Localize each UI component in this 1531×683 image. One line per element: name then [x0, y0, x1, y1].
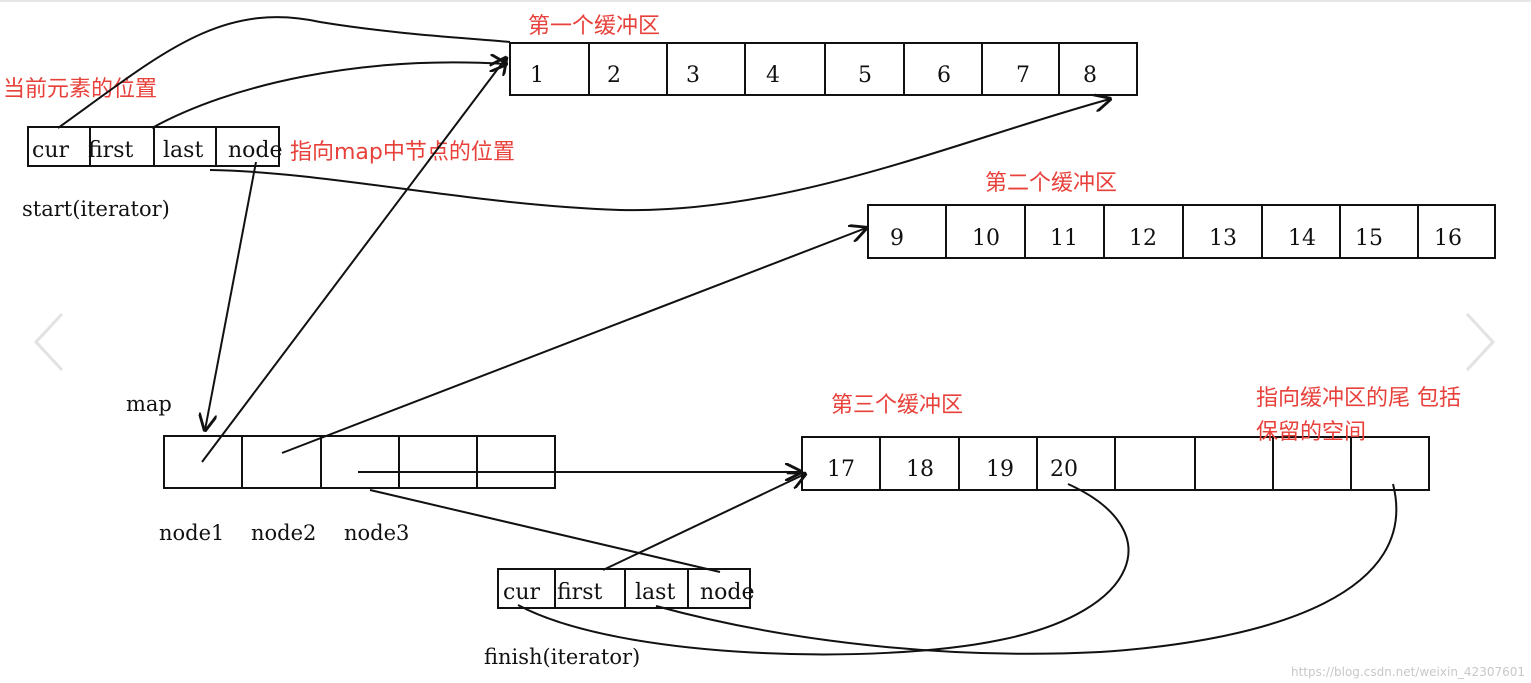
- finish-iterator: cur first last node finish(iterator): [484, 568, 755, 669]
- buffer1-cell: 4: [766, 63, 780, 88]
- buffer2-cell: 11: [1050, 226, 1078, 251]
- finish-last-link: [655, 483, 1398, 655]
- buffer2-cell: 13: [1209, 226, 1237, 251]
- map-node2-link: [281, 228, 866, 454]
- map-node-note: 指向map中节点的位置: [290, 140, 515, 165]
- buffer3-title: 第三个缓冲区: [831, 393, 963, 418]
- buffer3-cell: 20: [1050, 457, 1078, 482]
- buffer2: 第二个缓冲区 9 10 11 12 13 14 15 16: [867, 171, 1496, 259]
- buffer1: 第一个缓冲区 1 2 3 4 5 6 7 8: [509, 14, 1138, 96]
- prev-arrow[interactable]: [30, 310, 66, 374]
- buffer2-cell: 10: [972, 226, 1000, 251]
- buffer1-cell: 6: [937, 63, 951, 88]
- buffer-tail-note-2: 保留的空间: [1256, 420, 1366, 445]
- finish-field-cur: cur: [503, 580, 540, 605]
- buffer1-cell: 8: [1083, 63, 1097, 88]
- buffer3-cell: 19: [986, 457, 1014, 482]
- start-last-link: [209, 99, 1110, 212]
- buffer1-title: 第一个缓冲区: [528, 14, 660, 39]
- finish-field-node: node: [700, 580, 755, 605]
- start-field-cur: cur: [32, 138, 69, 163]
- next-arrow[interactable]: [1463, 310, 1499, 374]
- start-first-link: [151, 62, 506, 129]
- buffer1-cell: 5: [858, 63, 872, 88]
- start-iterator: cur first last node start(iterator): [22, 126, 283, 221]
- map-node-label: node2: [251, 521, 316, 545]
- start-field-last: last: [163, 138, 203, 163]
- map-node-label: node1: [159, 521, 224, 545]
- map-node1-link: [201, 58, 506, 463]
- watermark: https://blog.csdn.net/weixin_42307601: [1290, 665, 1525, 679]
- finish-iterator-label: finish(iterator): [484, 645, 640, 669]
- buffer2-cell: 9: [890, 226, 904, 251]
- buffer3-cell: 18: [906, 457, 934, 482]
- buffer1-cell: 2: [607, 63, 621, 88]
- start-field-node: node: [228, 138, 283, 163]
- map-node-label: node3: [344, 521, 409, 545]
- chevron-left-icon: [33, 312, 64, 372]
- buffer2-cell: 12: [1129, 226, 1157, 251]
- map: map node1 node2 node3: [126, 392, 556, 545]
- start-iterator-label: start(iterator): [22, 197, 170, 221]
- buffer1-cell: 3: [686, 63, 700, 88]
- finish-field-first: first: [557, 580, 602, 605]
- buffer2-cell: 15: [1355, 226, 1383, 251]
- finish-cur-link: [517, 483, 1130, 656]
- buffer1-cell: 7: [1016, 63, 1030, 88]
- cur-position-note: 当前元素的位置: [3, 77, 157, 102]
- finish-node-link: [369, 489, 721, 573]
- start-node-link: [205, 161, 257, 430]
- start-field-first: first: [88, 138, 133, 163]
- buffer-tail-note-1: 指向缓冲区的尾 包括: [1256, 386, 1461, 411]
- chevron-right-icon: [1465, 312, 1496, 372]
- buffer2-cell: 16: [1434, 226, 1462, 251]
- finish-first-link: [602, 474, 805, 571]
- buffer2-cell: 14: [1288, 226, 1316, 251]
- buffer1-cell: 1: [530, 63, 544, 88]
- start-cur-link: [57, 16, 511, 129]
- finish-field-last: last: [635, 580, 675, 605]
- buffer3-cell: 17: [827, 457, 855, 482]
- map-label: map: [126, 392, 172, 416]
- buffer2-title: 第二个缓冲区: [985, 171, 1117, 196]
